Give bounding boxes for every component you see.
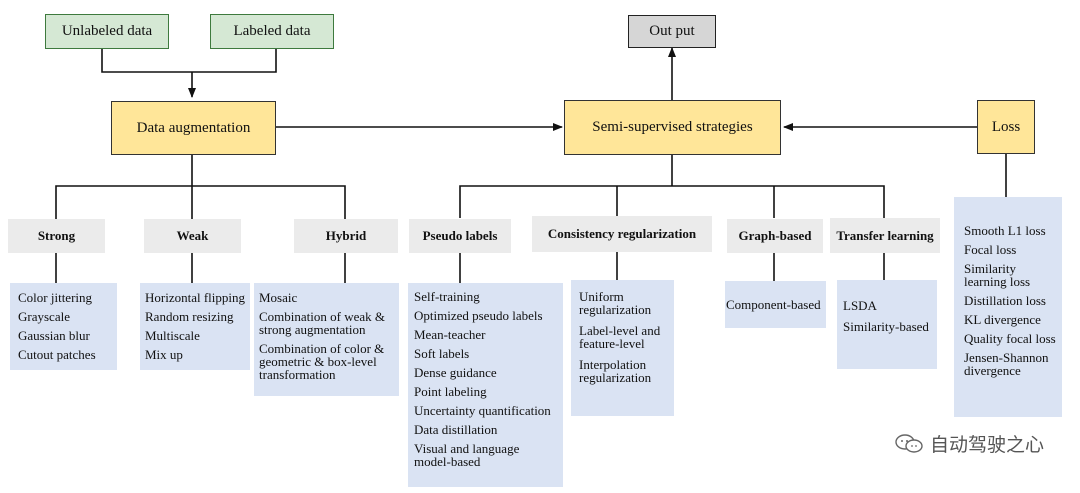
semi-branch	[459, 185, 885, 218]
list-item: Visual and language model-based	[414, 441, 520, 469]
loss-label: Loss	[991, 118, 1021, 135]
unlabeled-data-label: Unlabeled data	[61, 23, 153, 39]
category-strong-label: Strong	[37, 228, 76, 243]
category-strong: Strong	[8, 219, 105, 253]
transfer-learning-list: LSDA Similarity-based	[837, 280, 937, 369]
list-item: LSDA	[843, 298, 877, 313]
list-item: Color jittering	[18, 290, 93, 305]
consistency-list: Uniform regularization Label-level and f…	[571, 280, 674, 416]
category-consistency: Consistency regularization	[532, 216, 712, 252]
list-item: Mix up	[145, 347, 183, 362]
list-item: Self-training	[414, 289, 480, 304]
list-item: Label-level and feature-level	[579, 323, 661, 351]
category-transfer-learning-label: Transfer learning	[836, 227, 934, 243]
list-item: Horizontal flipping	[145, 290, 246, 305]
list-item: KL divergence	[964, 312, 1041, 327]
list-item: Interpolation regularization	[579, 357, 652, 385]
list-item: Uncertainty quantification	[414, 403, 551, 418]
loss-list: Smooth L1 loss Focal loss Similarity lea…	[954, 197, 1062, 417]
list-item: Point labeling	[414, 384, 487, 399]
output-label: Out put	[649, 23, 695, 39]
category-consistency-label: Consistency regularization	[547, 226, 697, 241]
list-item: Mosaic	[259, 290, 298, 305]
data-augmentation-label: Data augmentation	[136, 119, 251, 136]
pseudo-labels-list: Self-training Optimized pseudo labels Me…	[408, 283, 563, 487]
output-box: Out put	[628, 15, 716, 48]
semi-supervised-box: Semi-supervised strategies	[564, 100, 781, 155]
list-item: Multiscale	[145, 328, 200, 343]
list-item: Random resizing	[145, 309, 234, 324]
list-item: Grayscale	[18, 309, 70, 324]
hybrid-list: Mosaic Combination of weak & strong augm…	[254, 283, 399, 396]
labeled-data-box: Labeled data	[210, 14, 334, 49]
list-item: Focal loss	[964, 242, 1017, 257]
watermark-text: 自动驾驶之心	[929, 434, 1044, 456]
list-item: Smooth L1 loss	[964, 223, 1046, 238]
data-augmentation-box: Data augmentation	[111, 101, 276, 155]
list-item: Combination of color & geometric & box-l…	[259, 341, 385, 382]
list-item: Uniform regularization	[579, 289, 652, 317]
list-item: Combination of weak & strong augmentatio…	[259, 309, 386, 337]
aug-branch	[55, 185, 346, 219]
list-item: Optimized pseudo labels	[414, 308, 543, 323]
inputs-merge-line	[101, 49, 277, 73]
list-item: Similarity learning loss	[964, 261, 1031, 289]
list-item: Quality focal loss	[964, 331, 1056, 346]
watermark: 自动驾驶之心	[894, 430, 1044, 457]
list-item: Data distillation	[414, 422, 498, 437]
semi-supervised-label: Semi-supervised strategies	[592, 119, 753, 135]
category-pseudo-labels-label: Pseudo labels	[422, 228, 498, 243]
category-graph-based: Graph-based	[727, 219, 823, 253]
weak-list: Horizontal flipping Random resizing Mult…	[140, 283, 250, 370]
unlabeled-data-box: Unlabeled data	[45, 14, 169, 49]
list-item: Dense guidance	[414, 365, 497, 380]
wechat-icon	[895, 433, 923, 453]
category-weak-label: Weak	[176, 228, 209, 243]
strong-list: Color jittering Grayscale Gaussian blur …	[10, 283, 117, 370]
loss-box: Loss	[977, 100, 1035, 154]
category-pseudo-labels: Pseudo labels	[409, 219, 511, 253]
list-item: Gaussian blur	[18, 328, 90, 343]
labeled-data-label: Labeled data	[233, 23, 311, 39]
category-hybrid: Hybrid	[294, 219, 398, 253]
category-weak: Weak	[144, 219, 241, 253]
list-item: Cutout patches	[18, 347, 96, 362]
category-hybrid-label: Hybrid	[325, 228, 367, 243]
list-item: Jensen-Shannon divergence	[964, 350, 1049, 378]
list-item: Mean-teacher	[414, 327, 486, 342]
list-item: Soft labels	[414, 346, 470, 361]
category-graph-based-label: Graph-based	[738, 228, 812, 243]
category-transfer-learning: Transfer learning	[830, 218, 940, 253]
list-item: Component-based	[726, 297, 821, 312]
list-item: Similarity-based	[843, 319, 929, 334]
graph-based-list: Component-based	[725, 281, 826, 328]
list-item: Distillation loss	[964, 293, 1046, 308]
